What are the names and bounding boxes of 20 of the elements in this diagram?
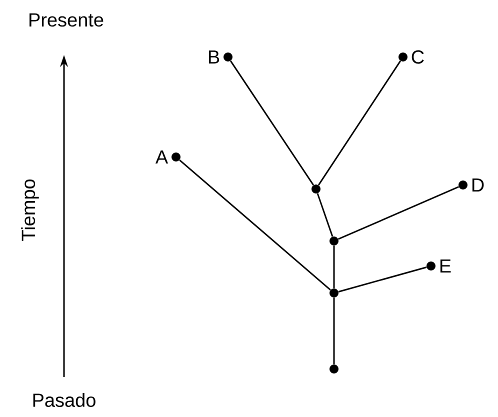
node-label: E [440,259,451,273]
time-label: Presente [30,13,104,27]
branch-line [338,266,427,292]
branch-line [230,60,314,186]
node-label: B [208,50,220,64]
branch-line [179,160,331,290]
branch-line [316,193,334,237]
node-label: C [412,50,424,64]
branch-line [333,298,335,364]
node-label: D [472,178,484,192]
branch-dot [312,184,320,194]
branch-dot [330,236,338,246]
branch-line [338,186,459,240]
branch-dot [330,288,338,298]
node-label: A [155,150,168,164]
branch-dot [330,364,338,374]
branch-line [318,60,402,186]
axis-label: Tiempo [21,179,39,241]
time-label: Pasado [33,393,96,407]
branch-line [333,246,335,288]
